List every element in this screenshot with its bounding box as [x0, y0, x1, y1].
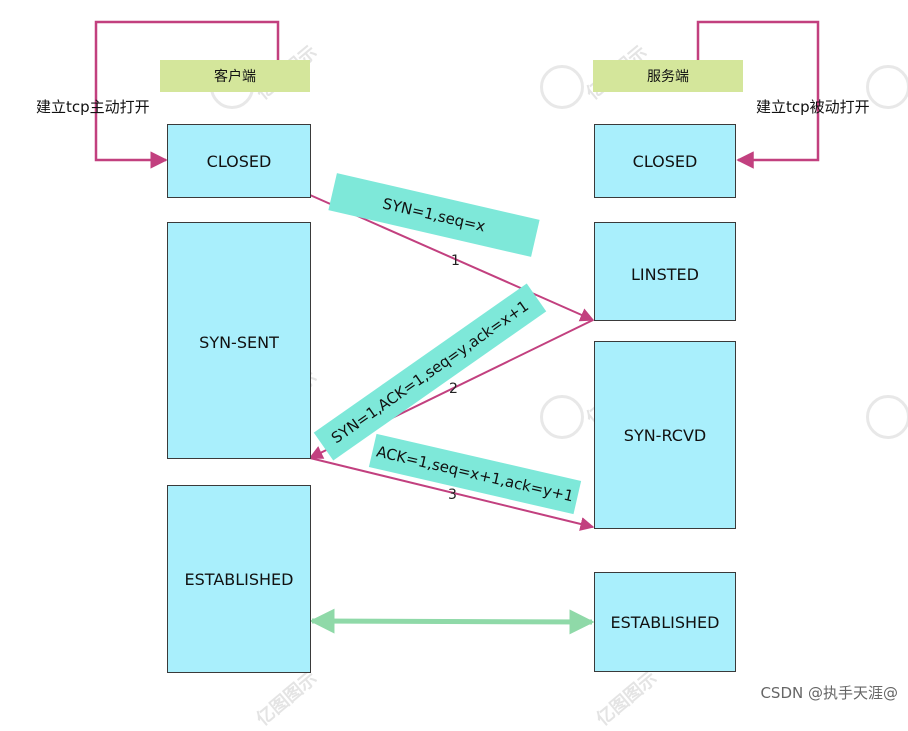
- client-header: 客户端: [160, 60, 310, 92]
- client-open-loop-arrow: [94, 20, 280, 169]
- server-state-established: ESTABLISHED: [594, 572, 736, 672]
- client-state-syn-sent: SYN-SENT: [167, 222, 311, 459]
- step-number-2: 2: [449, 381, 458, 397]
- tcp-handshake-diagram: 亿图图示 亿图图示 亿图图示 亿图图示 亿图图示 亿图图示 客户端 服务端 建立…: [36, 20, 908, 730]
- step-number-3: 3: [448, 487, 457, 503]
- step-number-1: 1: [451, 253, 460, 269]
- server-state-closed: CLOSED: [594, 124, 736, 198]
- server-open-loop-arrow: [696, 20, 820, 169]
- client-open-label: 建立tcp主动打开: [36, 98, 150, 116]
- server-state-listen: LINSTED: [594, 222, 736, 321]
- source-credit: CSDN @执手天涯@: [760, 684, 898, 702]
- established-arrow: [309, 608, 595, 635]
- server-open-label: 建立tcp被动打开: [756, 98, 870, 116]
- server-header: 服务端: [593, 60, 743, 92]
- client-state-established: ESTABLISHED: [167, 485, 311, 673]
- client-state-closed: CLOSED: [167, 124, 311, 198]
- ack-arrow: [309, 457, 595, 531]
- server-state-syn-rcvd: SYN-RCVD: [594, 341, 736, 529]
